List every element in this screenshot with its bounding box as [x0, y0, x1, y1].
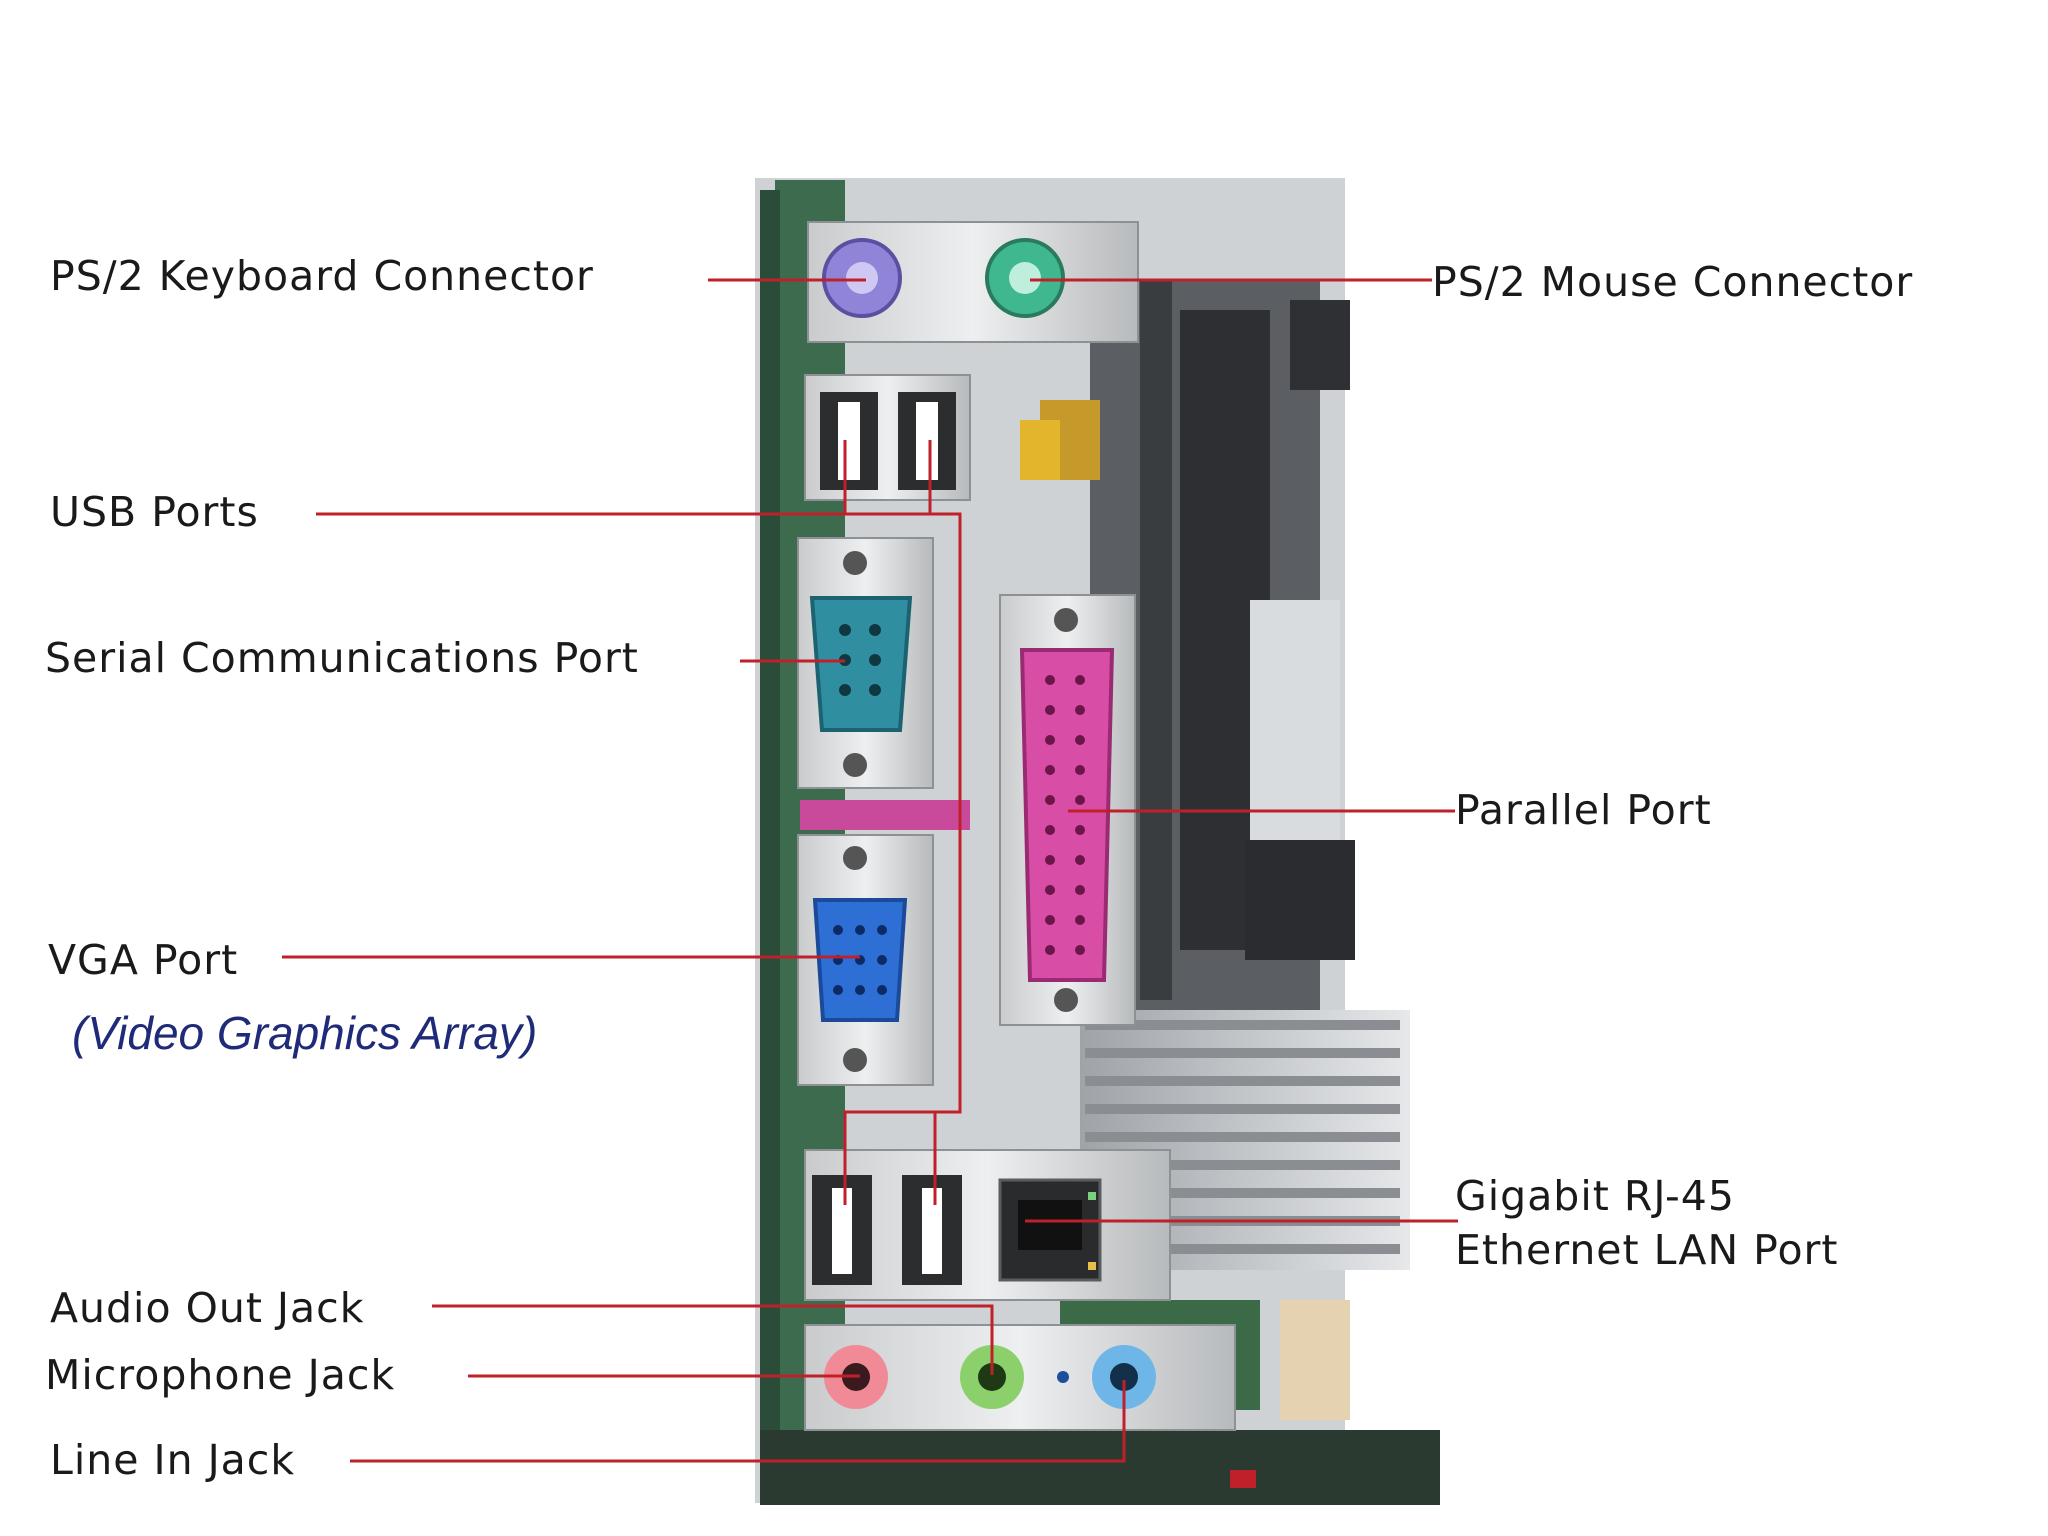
ps2-port-block: [807, 221, 1139, 343]
audio-out-leader: [432, 1304, 994, 1375]
usb-lan-block: [804, 1149, 1171, 1301]
serial-connector-icon: [809, 596, 913, 732]
usb-ports-upper: [804, 374, 971, 501]
vga-port: [797, 834, 934, 1086]
ethernet-label-line2: Ethernet LAN Port: [1455, 1226, 1839, 1274]
audio-jack-block: [804, 1324, 1236, 1431]
usb-ports-leader: [316, 440, 962, 1205]
audio-out-label: Audio Out Jack: [50, 1284, 365, 1332]
line-in-leader: [350, 1380, 1126, 1463]
line-in-label: Line In Jack: [50, 1436, 296, 1484]
microphone-label: Microphone Jack: [45, 1351, 396, 1399]
vga-subtitle: (Video Graphics Array): [72, 1007, 538, 1059]
vga-port-label: VGA Port: [48, 936, 239, 984]
parallel-connector-icon: [1019, 648, 1115, 982]
ps2-mouse-label: PS/2 Mouse Connector: [1432, 258, 1914, 306]
serial-port: [797, 537, 934, 789]
ethernet-label-line1: Gigabit RJ-45: [1455, 1172, 1735, 1220]
usb-ports-label: USB Ports: [50, 488, 259, 536]
ps2-keyboard-label: PS/2 Keyboard Connector: [50, 252, 594, 300]
leader-lines: [282, 278, 1458, 1463]
parallel-port-label: Parallel Port: [1455, 786, 1712, 834]
serial-port-label: Serial Communications Port: [45, 634, 639, 682]
